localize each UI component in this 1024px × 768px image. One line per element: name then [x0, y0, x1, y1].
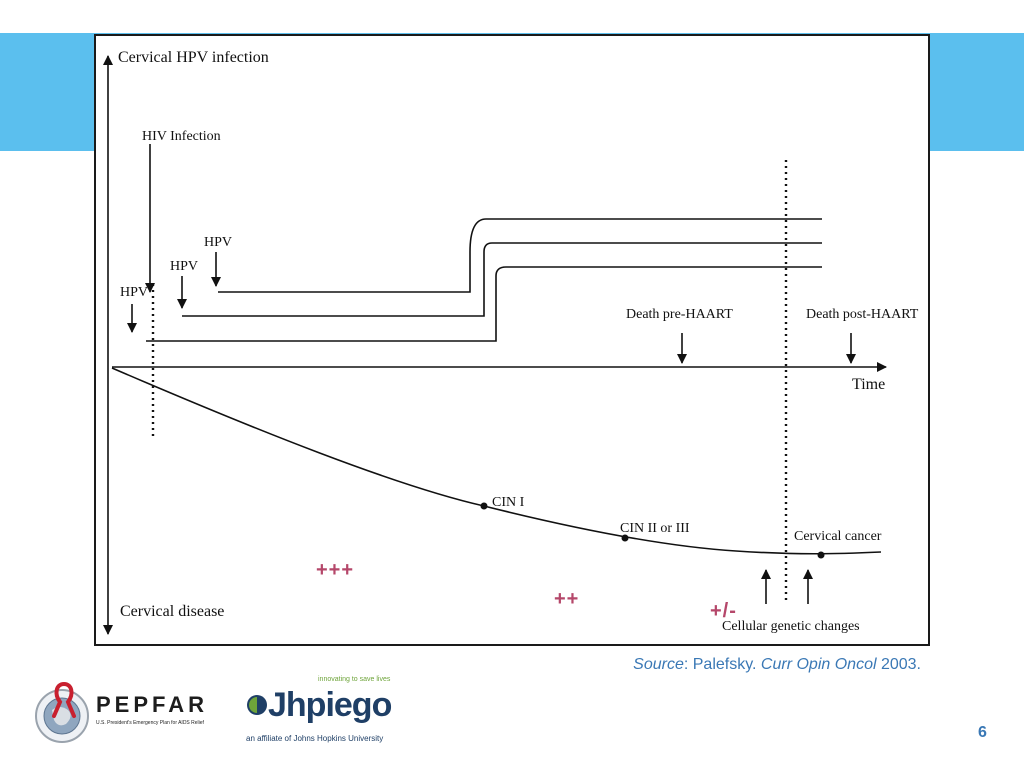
pepfar-subtitle: U.S. President's Emergency Plan for AIDS…	[96, 720, 204, 726]
death-pre-haart-label: Death pre-HAART	[626, 307, 733, 322]
hpv-line-1	[146, 266, 822, 342]
pepfar-wordmark: PEPFAR	[96, 692, 209, 717]
cin1-point	[480, 502, 488, 510]
diagram-frame: Cervical HPV infection HIV Infection HPV…	[94, 34, 930, 646]
hpv-line-2	[182, 242, 822, 317]
cin23-label: CIN II or III	[620, 521, 690, 536]
risk-high-symbol: +++	[316, 559, 355, 581]
cancer-point	[817, 551, 825, 559]
hpv-label-2: HPV	[170, 259, 199, 274]
time-axis-label: Time	[852, 376, 886, 393]
cervical-cancer-label: Cervical cancer	[794, 529, 882, 544]
source-year: 2003.	[876, 656, 921, 673]
y-bottom-label: Cervical disease	[120, 603, 225, 620]
pepfar-seal-icon	[35, 682, 89, 743]
jhpiego-mark-icon	[247, 695, 267, 715]
disease-curve	[111, 367, 882, 555]
y-top-label: Cervical HPV infection	[118, 49, 269, 66]
source-author: : Palefsky.	[683, 656, 761, 673]
cin23-point	[621, 534, 629, 542]
risk-low-symbol: +/-	[710, 600, 737, 622]
cin1-label: CIN I	[492, 495, 525, 510]
page-number: 6	[978, 724, 987, 741]
jhpiego-logo: innovating to save lives Jhpiego an affi…	[246, 676, 416, 748]
pepfar-logo: PEPFAR U.S. President's Emergency Plan f…	[34, 680, 224, 748]
source-citation: Source: Palefsky. Curr Opin Oncol 2003.	[633, 656, 921, 674]
death-post-haart-label: Death post-HAART	[806, 307, 919, 322]
jhpiego-tagline: innovating to save lives	[318, 676, 391, 683]
risk-mid-symbol: ++	[554, 588, 580, 610]
source-journal: Curr Opin Oncol	[760, 656, 877, 673]
source-prefix: Source	[633, 656, 684, 673]
hpv-line-3	[218, 218, 822, 293]
hpv-label-1: HPV	[120, 285, 149, 300]
hpv-label-3: HPV	[204, 235, 233, 250]
hiv-infection-label: HIV Infection	[142, 129, 221, 144]
jhpiego-affiliate: an affiliate of Johns Hopkins University	[246, 734, 384, 743]
cellular-genetic-changes-label: Cellular genetic changes	[722, 619, 860, 634]
diagram-canvas	[103, 55, 887, 635]
jhpiego-wordmark: Jhpiego	[268, 686, 392, 724]
